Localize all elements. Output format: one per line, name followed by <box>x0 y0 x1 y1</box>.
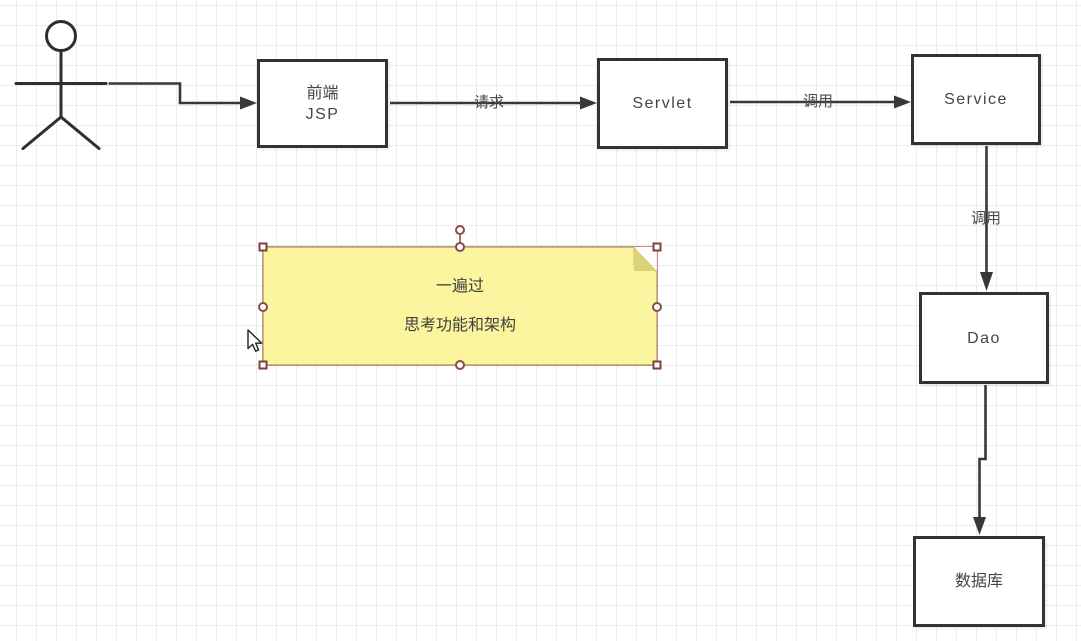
resize-handle-middle-right[interactable] <box>652 302 662 312</box>
arrowhead-icon <box>973 517 986 535</box>
edge-frontend-to-servlet[interactable] <box>390 96 597 110</box>
node-servlet-label: Servlet <box>632 95 693 112</box>
note-line-2: 思考功能和架构 <box>403 316 516 334</box>
user-actor[interactable] <box>14 20 108 150</box>
node-frontend-jsp[interactable]: 前端 JSP <box>257 59 388 148</box>
resize-handle-middle-left[interactable] <box>258 302 268 312</box>
edge-dao-to-database[interactable] <box>973 385 987 535</box>
sticky-note[interactable]: 一遍过 思考功能和架构 <box>263 247 657 365</box>
sticky-note-body: 一遍过 思考功能和架构 <box>263 247 657 365</box>
edge-user-to-frontend[interactable] <box>108 82 258 110</box>
arrowhead-icon <box>580 96 597 110</box>
node-dao[interactable]: Dao <box>919 292 1049 384</box>
node-frontend-label-line2: JSP <box>305 105 340 123</box>
node-service[interactable]: Service <box>911 54 1041 145</box>
node-database-label: 数据库 <box>954 573 1003 590</box>
edge-service-to-dao[interactable] <box>980 146 993 291</box>
node-dao-label: Dao <box>967 329 1001 347</box>
edge-label-call-dao[interactable]: 调用 <box>970 210 1002 227</box>
node-frontend-label-line1: 前端 <box>306 84 339 102</box>
arrowhead-icon <box>894 95 911 109</box>
resize-handle-top-left[interactable] <box>258 242 268 252</box>
edge-label-call-service[interactable]: 调用 <box>802 93 834 110</box>
arrowhead-icon <box>240 96 257 110</box>
actor-leg-left <box>21 115 63 150</box>
resize-handle-bottom-right[interactable] <box>652 360 662 370</box>
arrowhead-icon <box>980 272 993 291</box>
node-servlet[interactable]: Servlet <box>597 58 728 149</box>
edge-label-request[interactable]: 请求 <box>473 94 505 111</box>
resize-handle-bottom-left[interactable] <box>258 360 268 370</box>
rotate-handle[interactable] <box>455 225 465 235</box>
actor-leg-right <box>59 115 101 150</box>
node-database[interactable]: 数据库 <box>913 536 1045 627</box>
node-service-label: Service <box>944 91 1008 108</box>
resize-handle-top-center[interactable] <box>455 242 465 252</box>
resize-handle-bottom-center[interactable] <box>455 360 465 370</box>
edge-servlet-to-service[interactable] <box>730 95 911 109</box>
mouse-cursor-icon <box>247 329 263 352</box>
actor-head <box>45 20 77 52</box>
note-line-1: 一遍过 <box>435 277 484 295</box>
resize-handle-top-right[interactable] <box>652 242 662 252</box>
